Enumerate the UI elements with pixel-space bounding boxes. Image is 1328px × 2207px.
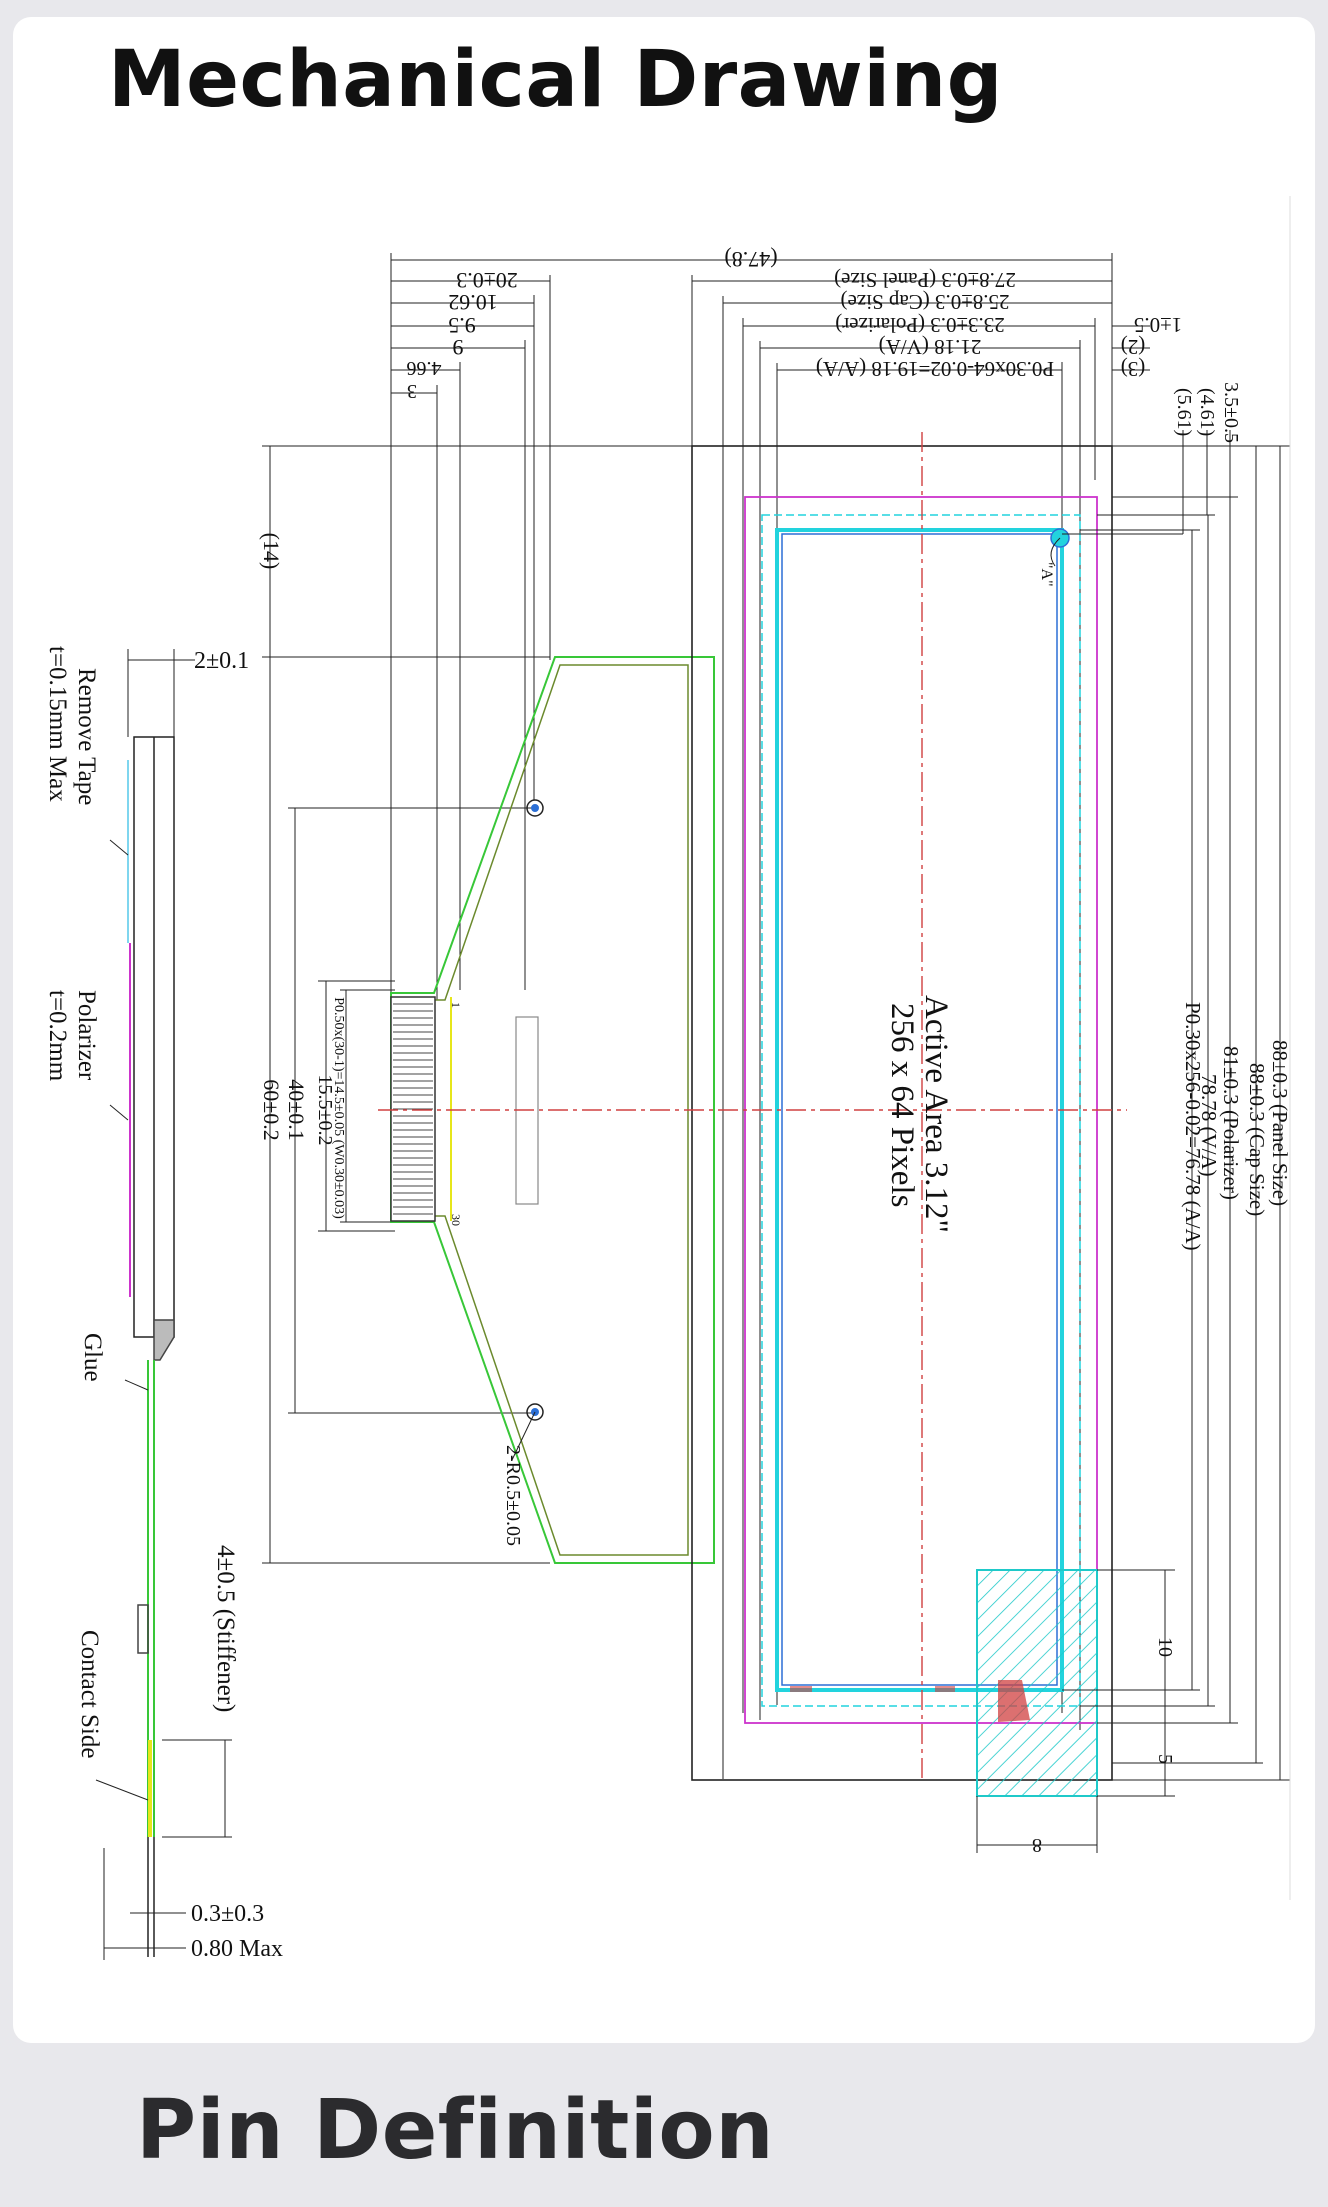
dim-2-label: 2±0.1 (194, 648, 249, 674)
panel-outline (691, 445, 1113, 1781)
dim-aa-length: P0.30x256-0.02=76.78 (A/A) (1181, 1002, 1205, 1251)
dim-4-61: (4.61) (1196, 388, 1218, 436)
dim-pin-pitch: P0.50x(30-1)=14.5±0.05 (W0.30±0.03) (331, 997, 346, 1219)
page-title: Mechanical Drawing (108, 35, 1003, 125)
dim-va-height: 21.18 (V/A) (879, 335, 982, 359)
dim-20: 20±0.3 (456, 268, 518, 293)
right-dim-labels: 3.5±0.5 (4.61) (5.61) 88±0.3 (Panel Size… (1032, 382, 1292, 1856)
contact-side-label: Contact Side (76, 1630, 103, 1758)
dim-3: 3 (407, 380, 417, 402)
dim-1: 1±0.5 (1134, 313, 1182, 337)
polarizer-thickness: t=0.2mm (44, 990, 71, 1082)
dim-polarizer-height: 23.3±0.3 (Polarizer) (835, 313, 1005, 337)
dim-polarizer-length: 81±0.3 (Polarizer) (1219, 1046, 1243, 1200)
dim-60: 60±0.2 (259, 1079, 284, 1141)
top-dim-labels: (47.8) 20±0.3 10.62 9.5 9 4.66 3 27.8±0.… (407, 247, 1183, 402)
point-a-label: "A" (1038, 562, 1055, 587)
dim-4-66: 4.66 (407, 357, 442, 379)
hatched-contact-zone (976, 1569, 1098, 1797)
dim-cap-length: 88±0.3 (Cap Size) (1245, 1063, 1269, 1216)
fpc-hole-top (526, 799, 544, 817)
fpc-outline (390, 656, 715, 1564)
dim-40: 40±0.1 (284, 1079, 309, 1141)
dim-2-top: (2) (1121, 335, 1146, 359)
dim-9: 9 (453, 335, 464, 360)
stiffener-label: 4±0.5 (Stiffener) (212, 1545, 239, 1712)
dim-aa-height: P0.30x64-0.02=19.18 (A/A) (816, 357, 1054, 381)
holes-label: 2-R0.5±0.05 (502, 1445, 524, 1546)
polarizer-label: Polarizer (73, 990, 100, 1081)
dim-overall-width: (47.8) (724, 247, 777, 272)
lcd-panel (378, 432, 1127, 1797)
dim-10-62: 10.62 (448, 290, 498, 315)
active-area (781, 533, 1058, 1686)
dim-9-5: 9.5 (448, 313, 476, 338)
pin-definition-heading: Pin Definition (136, 2083, 775, 2178)
pin-30-label: 30 (449, 1214, 463, 1226)
dim-8: 8 (1032, 1834, 1042, 1856)
dim-panel-height: 27.8±0.3 (Panel Size) (834, 268, 1016, 292)
remove-tape-thickness: t=0.15mm Max (44, 646, 71, 802)
dim-15-5: 15.5±0.2 (314, 1075, 336, 1146)
left-dim-labels: (14) 60±0.2 40±0.1 15.5±0.2 P0.50x(30-1)… (259, 533, 346, 1219)
active-area-size: Active Area 3.12" (918, 995, 954, 1233)
remove-tape-label: Remove Tape (73, 668, 100, 805)
dim-va-length: 78.78 (V/A) (1197, 1074, 1221, 1177)
top-dimensions (390, 253, 1150, 1780)
fpc-hole-bottom (526, 1403, 544, 1421)
dim-cap-height: 25.8±0.3 (Cap Size) (840, 290, 1009, 314)
active-area-pixels: 256 x 64 Pixels (884, 1003, 920, 1207)
dim-3-top: (3) (1121, 357, 1146, 381)
dim-5: 5 (1154, 1754, 1176, 1764)
dim-10: 10 (1154, 1637, 1176, 1657)
dim-5-61: (5.61) (1173, 388, 1195, 436)
glue-label: Glue (79, 1333, 106, 1382)
left-dimensions (262, 445, 1290, 1564)
pin-1-label: 1 (449, 1002, 463, 1008)
side-view (95, 649, 232, 1960)
dim-3-5: 3.5±0.5 (1220, 382, 1242, 443)
right-dimensions (976, 196, 1291, 1900)
dim-03-label: 0.3±0.3 (191, 1901, 264, 1927)
dim-080-label: 0.80 Max (191, 1936, 283, 1962)
cap-outline (761, 514, 1081, 1707)
dim-14: (14) (259, 533, 284, 570)
dim-panel-length: 88±0.3 (Panel Size) (1268, 1040, 1292, 1206)
